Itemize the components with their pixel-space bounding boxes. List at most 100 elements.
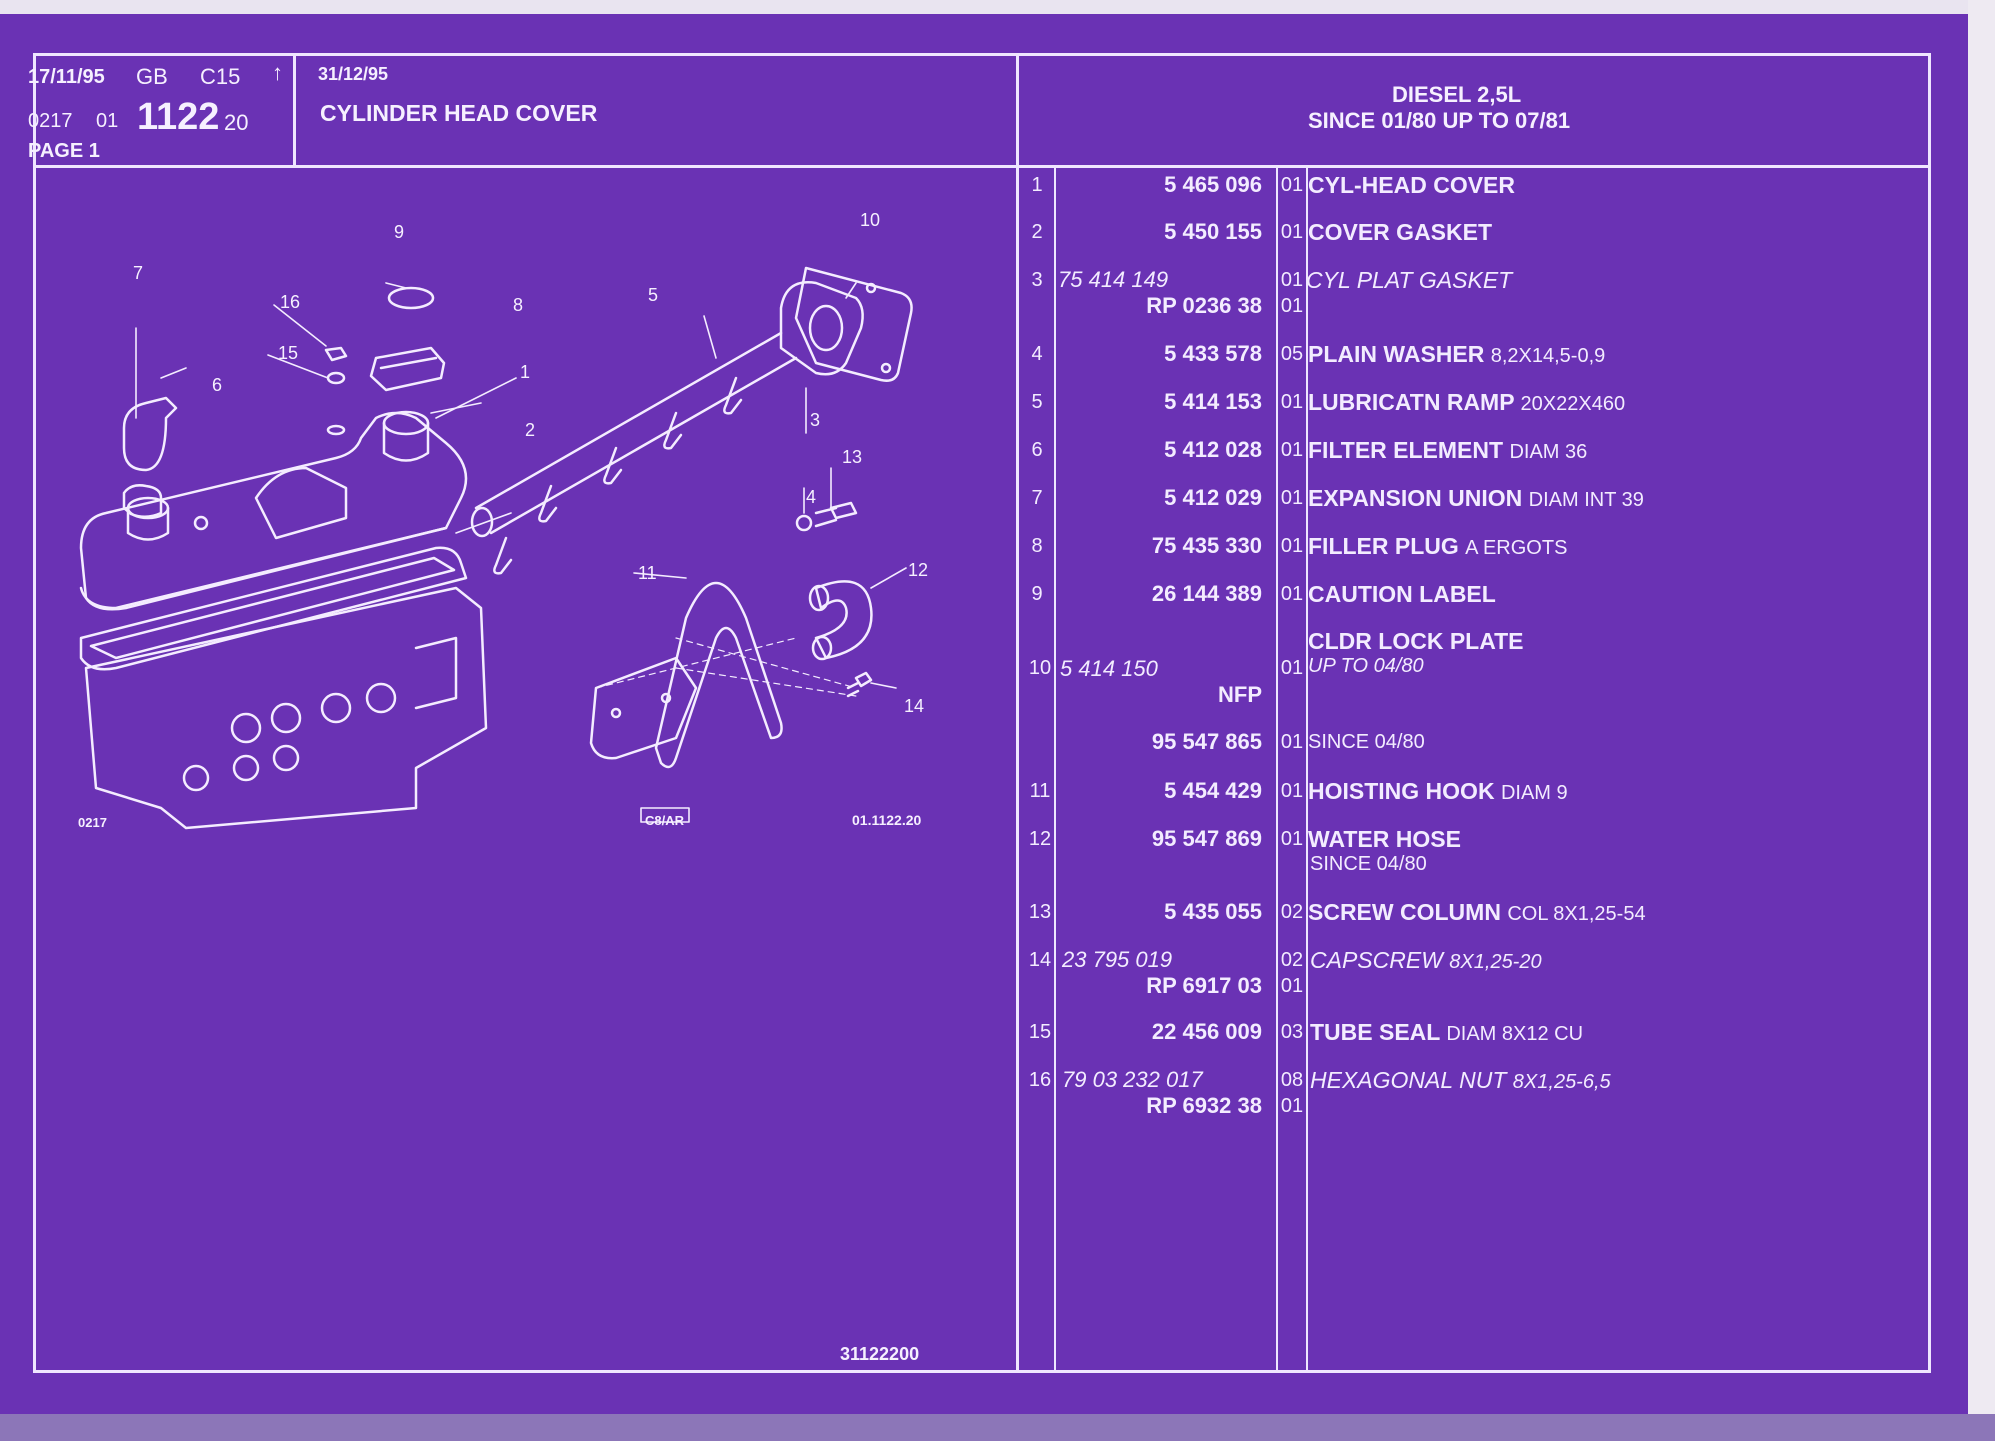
part-qty-2: 01 [1280,295,1304,317]
part-qty: 08 [1280,1069,1304,1091]
part-ref: 95 547 865 [1151,729,1262,754]
part-ref: 26 144 389 [1151,581,1262,606]
part-name: HEXAGONAL NUT 8X1,25-6,5 [1310,1067,1611,1093]
header-divider [33,165,1931,168]
part-no: 16 [1028,1069,1052,1091]
part-qty: 01 [1280,657,1304,679]
part-no: 8 [1031,535,1043,557]
engine-line-2: SINCE 01/80 UP TO 07/81 [1308,108,1571,133]
header-doc-code: 0217 [28,110,73,132]
header-lang: GB [136,64,168,89]
part-detail: SINCE 04/80 [1310,853,1427,875]
part-no: 2 [1031,221,1043,243]
diagram-code-mid: C8/AR [645,813,685,828]
part-qty: 01 [1280,269,1304,291]
part-no: 11 [1029,780,1051,802]
part-ref: 5 412 029 [1164,485,1262,510]
header-group-suffix: 20 [224,110,249,135]
part-name: EXPANSION UNION DIAM INT 39 [1308,485,1644,511]
part-ref: 5 450 155 [1164,219,1262,244]
part-no: 5 [1031,391,1043,413]
expansion-union [122,396,178,472]
cylinder-lock-plate [794,266,913,382]
part-qty: 01 [1280,583,1304,605]
part-name: CAUTION LABEL [1308,581,1496,607]
film-edge-bottom [0,1414,1995,1441]
part-ref: RP 6917 03 [1146,973,1262,998]
part-no: 9 [1031,583,1043,605]
engine-line-1: DIESEL 2,5L [1392,82,1522,107]
part-ref: 5 414 153 [1164,389,1262,414]
filler-plug [369,346,446,392]
part-no: 13 [1028,901,1052,923]
part-detail: SINCE 04/80 [1308,731,1425,753]
part-name: LUBRICATN RAMP 20X22X460 [1308,389,1626,415]
header-group-number: 1122 [137,96,220,138]
header-divider-v1 [293,53,296,167]
callout-13: 13 [842,447,863,467]
filter-element [122,484,163,518]
header-date: 17/11/95 [28,66,105,88]
part-name: COVER GASKET [1308,219,1493,245]
film-edge-right [1968,0,1995,1441]
part-ref: 5 433 578 [1164,341,1262,366]
part-name: CYL-HEAD COVER [1308,172,1516,198]
part-ref: 22 456 009 [1151,1019,1262,1044]
callout-5: 5 [648,285,659,305]
part-ref-old: 75 414 149 [1058,267,1169,292]
main-divider [1016,53,1019,1373]
part-qty: 05 [1280,343,1304,365]
diagram-footer-code: 31122200 [840,1344,920,1364]
part-ref: RP 0236 38 [1146,293,1262,318]
diagram-code-right: 01.1122.20 [852,812,922,828]
cylinder-head-block [84,586,488,830]
part-qty: 01 [1280,221,1304,243]
part-ref: 75 435 330 [1151,533,1262,558]
part-no: 15 [1028,1021,1052,1043]
part-qty: 01 [1280,174,1304,196]
part-ref: 5 465 096 [1164,172,1262,197]
callout-2: 2 [525,420,536,440]
part-ref: 95 547 869 [1151,826,1262,851]
part-name: WATER HOSE [1308,826,1461,852]
part-qty: 01 [1280,780,1304,802]
callout-11: 11 [638,563,657,583]
part-no: 6 [1031,439,1043,461]
part-qty: 01 [1280,828,1304,850]
plug-gasket-ring [387,286,435,310]
header-model: C15 [200,64,241,89]
part-qty: 01 [1280,487,1304,509]
part-name: CLDR LOCK PLATE [1308,628,1524,654]
cover-gasket [79,546,468,671]
part-name: SCREW COLUMN COL 8X1,25-54 [1308,899,1646,925]
lubrication-ramp [474,331,798,535]
callout-10: 10 [860,210,881,230]
part-name: PLAIN WASHER 8,2X14,5-0,9 [1308,341,1606,367]
film-edge-top [0,0,1995,14]
part-qty: 01 [1280,391,1304,413]
part-no: 1 [1031,174,1043,196]
part-qty: 01 [1280,439,1304,461]
part-qty-2: 01 [1280,1095,1304,1117]
page-frame [33,53,1931,1373]
part-name: HOISTING HOOK DIAM 9 [1308,778,1568,804]
callout-16: 16 [280,292,301,312]
part-name: FILLER PLUG A ERGOTS [1308,533,1568,559]
part-ref: RP 6932 38 [1146,1093,1262,1118]
part-ref-old: 23 795 019 [1062,947,1173,972]
exploded-view-diagram [79,266,913,830]
callout-14: 14 [904,696,925,716]
header-page-label: PAGE 1 [28,140,100,162]
part-no: 3 [1031,269,1043,291]
callout-15: 15 [278,343,299,363]
diagram-code-left: 0217 [78,815,107,830]
part-no: 4 [1031,343,1043,365]
part-ref-nfp: NFP [1218,682,1262,707]
callout-8: 8 [513,295,524,315]
callout-6: 6 [212,375,223,395]
part-ref-old: 5 414 150 [1060,656,1158,681]
part-name: CAPSCREW 8X1,25-20 [1310,947,1542,973]
table-col-line-2 [1276,165,1278,1373]
table-col-line-1 [1054,165,1056,1373]
part-no: 7 [1031,487,1043,509]
